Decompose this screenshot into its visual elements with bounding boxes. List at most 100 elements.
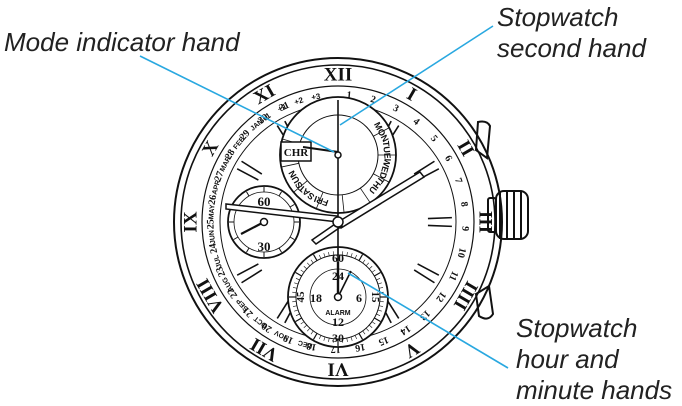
callout-mode-line: Mode indicator hand bbox=[4, 27, 240, 57]
left-subdial-tick bbox=[278, 247, 282, 253]
roman-numeral: II bbox=[453, 137, 479, 160]
bottom-subdial-tick bbox=[292, 287, 297, 289]
callout-hm-line-3: minute hands bbox=[516, 375, 673, 405]
month-label: DEC bbox=[297, 338, 313, 349]
bottom-subdial-tick bbox=[310, 259, 314, 264]
bottom-subdial-tick bbox=[300, 321, 305, 325]
date-number: 27 bbox=[212, 170, 226, 183]
bottom-subdial-tick bbox=[346, 251, 348, 256]
bottom-subdial-tick bbox=[358, 254, 364, 261]
weekday-divider bbox=[293, 180, 308, 193]
bottom-subdial-tick bbox=[323, 253, 326, 258]
bottom-subdial-tick bbox=[310, 330, 314, 335]
bottom-outer-45: 45 bbox=[295, 291, 307, 303]
weekday-divider bbox=[281, 162, 299, 168]
bottom-subdial-tick bbox=[328, 338, 330, 343]
date-number: 28 bbox=[223, 148, 238, 162]
left-subdial-60: 60 bbox=[258, 194, 271, 209]
bottom-subdial-tick bbox=[295, 278, 300, 281]
roman-numeral: VI bbox=[327, 359, 348, 380]
bottom-subdial-tick bbox=[369, 265, 373, 270]
month-label: JUN bbox=[209, 230, 218, 245]
bottom-subdial-tick bbox=[319, 335, 322, 340]
bottom-subdial-tick bbox=[312, 333, 318, 340]
hour-index-bar bbox=[427, 224, 452, 228]
bottom-inner-12: 12 bbox=[332, 315, 344, 329]
month-label: JUL bbox=[213, 253, 224, 268]
date-number: 9 bbox=[459, 226, 470, 232]
bottom-subdial-tick bbox=[312, 254, 318, 261]
hour-index-bar bbox=[417, 263, 440, 276]
bottom-subdial-tick bbox=[294, 282, 299, 285]
bottom-subdial-tick bbox=[300, 269, 305, 273]
weekday-divider bbox=[373, 127, 390, 137]
date-number: 14 bbox=[398, 322, 412, 337]
weekday-divider bbox=[341, 194, 345, 213]
bottom-subdial-tick bbox=[376, 278, 381, 281]
bottom-subdial-tick bbox=[354, 335, 357, 340]
callout-hm-line-2: hour and bbox=[516, 344, 619, 374]
time-offset-scale: -1+1+2+3 bbox=[262, 92, 322, 123]
bottom-inner-6: 6 bbox=[356, 291, 362, 305]
hour-index-bar bbox=[241, 269, 263, 284]
bottom-subdial-tick bbox=[350, 253, 353, 258]
bottom-subdial-tick bbox=[369, 324, 373, 329]
weekday-divider bbox=[373, 173, 390, 183]
hour-index-bar bbox=[413, 269, 435, 284]
date-number: 8 bbox=[458, 201, 470, 207]
offset-label: -1 bbox=[262, 111, 273, 123]
hour-index-bar bbox=[236, 263, 259, 276]
left-subdial-tick bbox=[289, 236, 295, 240]
roman-numeral: IX bbox=[181, 211, 202, 232]
bottom-subdial-tick bbox=[371, 269, 376, 273]
left-subdial-tick bbox=[289, 204, 295, 208]
date-number: 18 bbox=[306, 340, 318, 353]
mode-badge: CHR bbox=[284, 147, 310, 159]
callout-stopwatch-second-hand: Stopwatch second hand bbox=[497, 2, 646, 64]
callout-hm-line-1: Stopwatch bbox=[516, 313, 638, 343]
bottom-subdial-tick bbox=[377, 309, 382, 312]
hour-index-bar bbox=[427, 216, 452, 220]
date-number: 15 bbox=[377, 334, 390, 348]
weekday-label: FRI bbox=[313, 194, 330, 208]
month-label: MAR bbox=[219, 156, 233, 173]
callout-sec-line-1: Stopwatch bbox=[497, 2, 619, 32]
hour-index-bar bbox=[241, 160, 263, 175]
date-number: 6 bbox=[442, 154, 454, 164]
date-number: 19 bbox=[282, 332, 296, 346]
roman-numeral: XII bbox=[324, 65, 353, 86]
date-number: 5 bbox=[428, 133, 440, 144]
bottom-subdial-tick bbox=[350, 336, 353, 341]
main-hands bbox=[225, 100, 426, 302]
bottom-subdial-tick bbox=[377, 282, 382, 285]
bottom-subdial-tick bbox=[292, 305, 297, 307]
bottom-subdial-tick bbox=[346, 338, 348, 343]
bottom-subdial-tick bbox=[379, 305, 384, 307]
date-number: 4 bbox=[411, 116, 422, 128]
hour-index-bar bbox=[236, 168, 259, 181]
date-number: 31 bbox=[277, 100, 291, 114]
weekday-divider bbox=[360, 187, 371, 204]
date-number: 23 bbox=[214, 265, 228, 279]
bottom-outer-15: 15 bbox=[369, 292, 381, 304]
date-number: 16 bbox=[354, 341, 366, 354]
month-label: AUG bbox=[221, 275, 235, 292]
date-number: 12 bbox=[433, 289, 448, 304]
left-subdial-tick bbox=[246, 191, 250, 197]
bottom-subdial-tick bbox=[371, 321, 376, 325]
left-subdial-tick bbox=[246, 247, 250, 253]
bottom-subdial-tick bbox=[376, 313, 381, 316]
left-subdial-hand bbox=[240, 221, 265, 235]
alarm-label: ALARM bbox=[325, 310, 350, 317]
bottom-subdial-tick bbox=[303, 324, 307, 329]
offset-label: +1 bbox=[276, 102, 289, 114]
bottom-subdial-tick bbox=[362, 259, 366, 264]
leader-stopwatch-second bbox=[339, 25, 494, 126]
center-pin bbox=[332, 216, 344, 228]
weekday-divider bbox=[315, 191, 324, 209]
month-label: APR bbox=[211, 179, 222, 195]
leader-stopwatch-hour-minute bbox=[347, 272, 509, 369]
bottom-subdial-tick bbox=[365, 262, 370, 266]
leader-mode-indicator bbox=[139, 55, 335, 153]
month-label: SEP bbox=[235, 297, 250, 312]
